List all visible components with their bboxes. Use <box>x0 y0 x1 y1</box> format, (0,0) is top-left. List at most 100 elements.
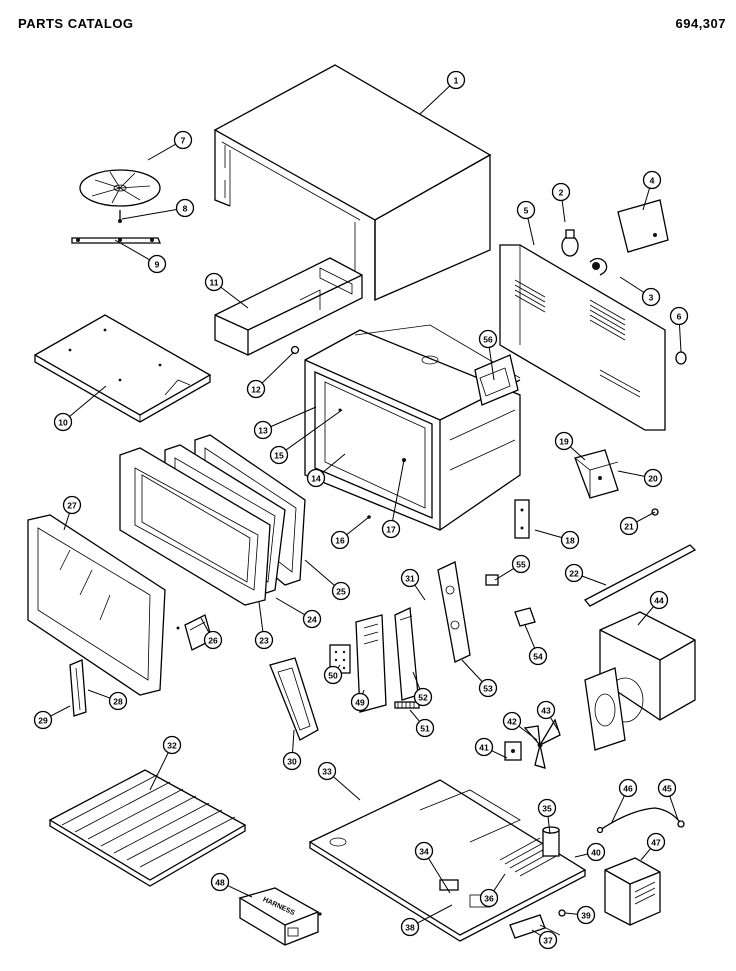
callout-bubble <box>669 306 689 326</box>
callout-28: 28 <box>87 689 128 711</box>
callout-bubble <box>210 872 230 892</box>
capacitor <box>542 826 560 857</box>
callout-bubble <box>554 431 574 451</box>
callout-number: 49 <box>355 698 365 708</box>
callout-number: 34 <box>419 847 429 857</box>
callout-36: 36 <box>479 873 506 908</box>
leader-line <box>362 689 365 695</box>
callout-bubble <box>330 530 350 550</box>
callout-number: 45 <box>662 784 672 794</box>
callout-bubble <box>204 272 224 292</box>
callout-bubble <box>474 737 494 757</box>
callout-number: 14 <box>311 474 321 484</box>
control-board <box>617 199 669 253</box>
callout-11: 11 <box>204 272 249 309</box>
callout-number: 8 <box>183 204 188 214</box>
leader-line <box>524 624 536 649</box>
bottom-plate <box>308 779 587 942</box>
callout-bubble <box>478 329 498 349</box>
callout-bubble <box>203 630 223 650</box>
leader-line <box>220 286 249 309</box>
callout-number: 28 <box>113 697 123 707</box>
callout-34: 34 <box>414 841 451 894</box>
callout-number: 2 <box>559 188 564 198</box>
leader-line <box>63 512 70 531</box>
callout-number: 25 <box>336 587 346 597</box>
callout-29: 29 <box>33 705 71 730</box>
callout-8: 8 <box>121 198 195 220</box>
callout-bubble <box>415 718 435 738</box>
callout-43: 43 <box>536 700 559 731</box>
callout-number: 46 <box>623 784 633 794</box>
callout-53: 53 <box>461 659 498 698</box>
leader-line <box>285 409 343 451</box>
callout-number: 43 <box>541 706 551 716</box>
leader-line <box>611 795 625 823</box>
callout-number: 5 <box>524 206 529 216</box>
leader-line <box>409 709 420 722</box>
callout-56: 56 <box>478 329 498 381</box>
callout-bubble <box>649 590 669 610</box>
leader-line <box>275 597 305 616</box>
callout-52: 52 <box>412 671 433 707</box>
oven-lamp <box>561 229 579 257</box>
callout-38: 38 <box>400 904 453 937</box>
leader-line <box>69 385 107 417</box>
callout-bubble <box>537 798 557 818</box>
leader-line <box>50 705 71 717</box>
leader-line <box>527 218 535 246</box>
callout-6: 6 <box>669 306 689 353</box>
callout-bubble <box>479 888 499 908</box>
callout-bubble <box>564 563 584 583</box>
callout-bubble <box>33 710 53 730</box>
choke-cover <box>269 657 319 741</box>
keypad-module <box>329 644 351 674</box>
callout-bubble <box>619 516 639 536</box>
callout-bubble <box>317 761 337 781</box>
callout-bubble <box>618 778 638 798</box>
callout-number: 22 <box>569 569 579 579</box>
interlock-switch <box>485 574 499 586</box>
callout-number: 50 <box>328 671 338 681</box>
callout-39: 39 <box>564 905 596 925</box>
callout-number: 6 <box>677 312 682 322</box>
screw-12 <box>290 345 300 355</box>
leader-line <box>569 446 586 461</box>
callout-bubble <box>511 554 531 574</box>
callout-18: 18 <box>534 529 580 550</box>
callout-48: 48 <box>210 872 253 898</box>
control-panel-plate <box>355 614 387 713</box>
callout-bubble <box>306 468 326 488</box>
callout-13: 13 <box>253 406 317 440</box>
leader-line <box>428 857 451 894</box>
callout-number: 18 <box>565 536 575 546</box>
callout-5: 5 <box>516 200 536 246</box>
callout-bubble <box>253 420 273 440</box>
door-handle <box>69 659 87 717</box>
leader-line <box>493 873 506 892</box>
callout-bubble <box>162 735 182 755</box>
callout-bubble <box>173 130 193 150</box>
callout-35: 35 <box>537 798 557 835</box>
callout-bubble <box>414 841 434 861</box>
callout-number: 41 <box>479 743 489 753</box>
leader-line <box>531 929 542 936</box>
rear-panel <box>499 244 666 431</box>
callout-33: 33 <box>317 761 361 801</box>
fan-motor <box>504 741 522 761</box>
leader-line <box>669 795 679 821</box>
callout-number: 19 <box>559 437 569 447</box>
callout-7: 7 <box>147 130 193 161</box>
callout-41: 41 <box>474 737 508 759</box>
magnetron <box>574 449 619 499</box>
callout-bubble <box>576 905 596 925</box>
callout-bubble <box>62 495 82 515</box>
callout-number: 38 <box>405 923 415 933</box>
callout-bubble <box>641 287 661 307</box>
callout-55: 55 <box>494 554 531 581</box>
screw-39 <box>558 909 566 917</box>
page-title: PARTS CATALOG <box>18 16 134 31</box>
callout-42: 42 <box>502 711 538 741</box>
callout-17: 17 <box>381 459 405 539</box>
callout-bubble <box>528 646 548 666</box>
